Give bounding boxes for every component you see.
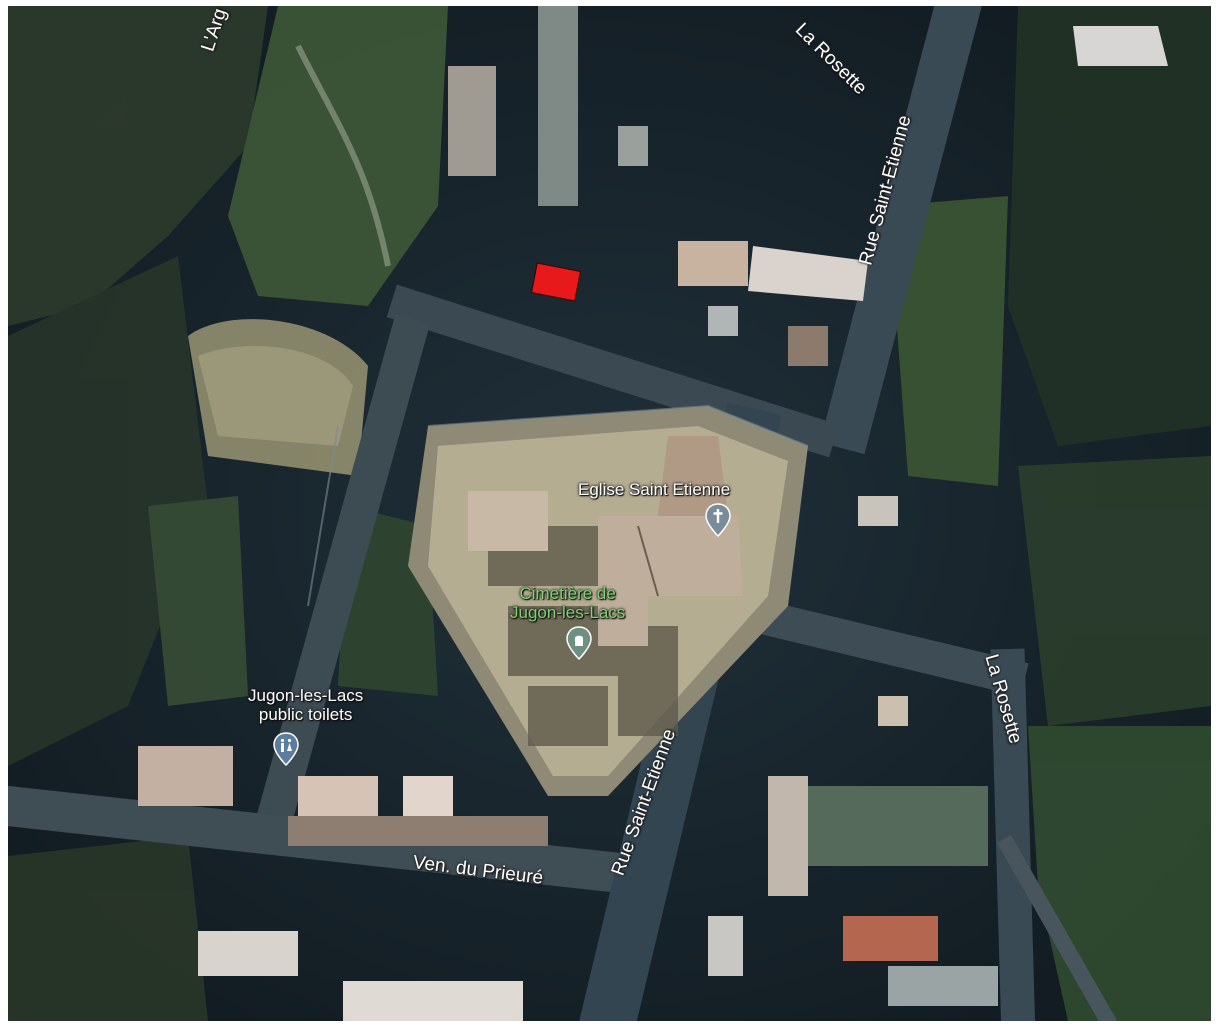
red-location-marker[interactable] bbox=[530, 262, 582, 302]
toilets-pin-icon[interactable] bbox=[273, 732, 299, 766]
poi-label-cimetiere-line2: Jugon-les-Lacs bbox=[510, 603, 626, 622]
vegetation bbox=[8, 6, 1211, 1021]
satellite-imagery bbox=[8, 6, 1211, 1021]
poi-label-cimetiere[interactable]: Cimetière de Jugon-les-Lacs bbox=[510, 584, 625, 622]
poi-label-eglise-saint-etienne[interactable]: Eglise Saint Etienne bbox=[578, 480, 731, 499]
poi-label-toilets-line2: public toilets bbox=[258, 705, 353, 724]
poi-label-cimetiere-line1: Cimetière de bbox=[519, 584, 616, 603]
poi-label-public-toilets[interactable]: Jugon-les-Lacs public toilets bbox=[248, 686, 363, 724]
satellite-map[interactable]: L'Arg La Rosette Rue Saint-Etienne Rue S… bbox=[8, 6, 1211, 1021]
cemetery-compound bbox=[408, 406, 808, 796]
buildings bbox=[138, 6, 1168, 1021]
poi-label-toilets-line1: Jugon-les-Lacs bbox=[248, 686, 364, 705]
cross-pin-icon[interactable] bbox=[705, 503, 731, 537]
cemetery-pin-icon[interactable] bbox=[566, 626, 592, 660]
